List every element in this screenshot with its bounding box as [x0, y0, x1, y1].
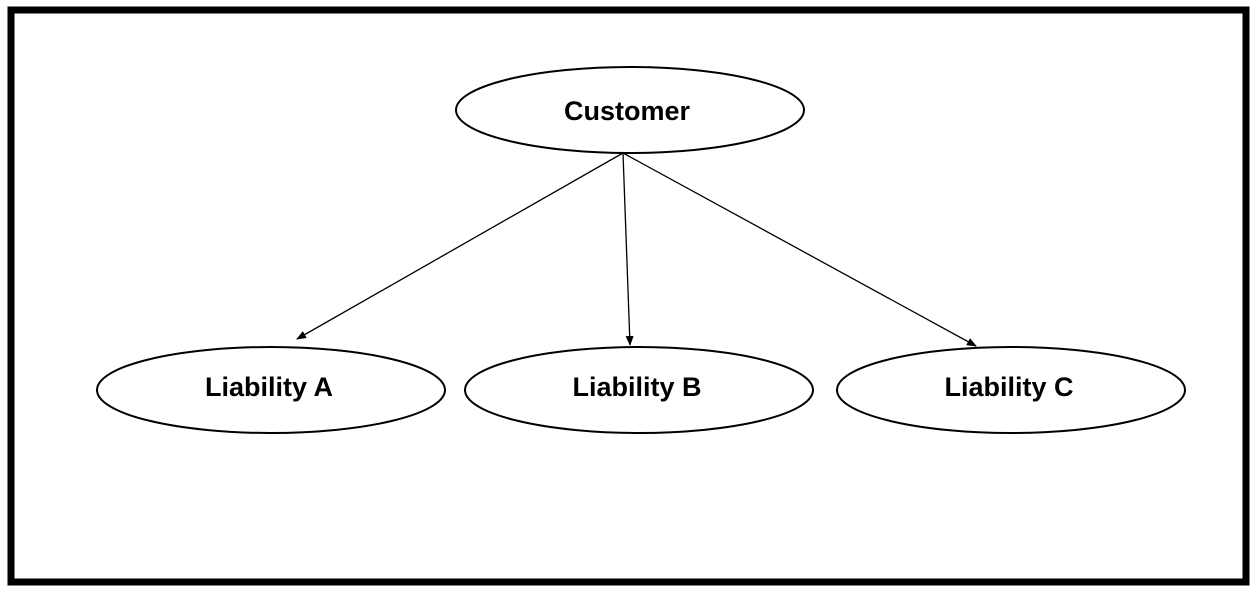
edge-customer-to-liability-b	[622, 152, 634, 346]
diagram-frame	[7, 6, 1250, 586]
edge-customer-to-liability-c	[622, 152, 977, 347]
node-liability-b: Liability B	[464, 346, 814, 434]
node-customer: Customer	[455, 66, 805, 154]
liability-a-ellipse	[96, 346, 446, 434]
liability-c-ellipse	[836, 346, 1186, 434]
edges	[296, 152, 977, 347]
edge-customer-to-liability-a	[296, 152, 624, 340]
liability-c-label: Liability C	[944, 372, 1073, 402]
node-liability-c: Liability C	[836, 346, 1186, 434]
liability-a-label: Liability A	[205, 372, 333, 402]
liability-b-label: Liability B	[572, 372, 701, 402]
liability-b-ellipse	[464, 346, 814, 434]
node-liability-a: Liability A	[96, 346, 446, 434]
customer-ellipse	[455, 66, 805, 154]
customer-label: Customer	[564, 96, 691, 126]
